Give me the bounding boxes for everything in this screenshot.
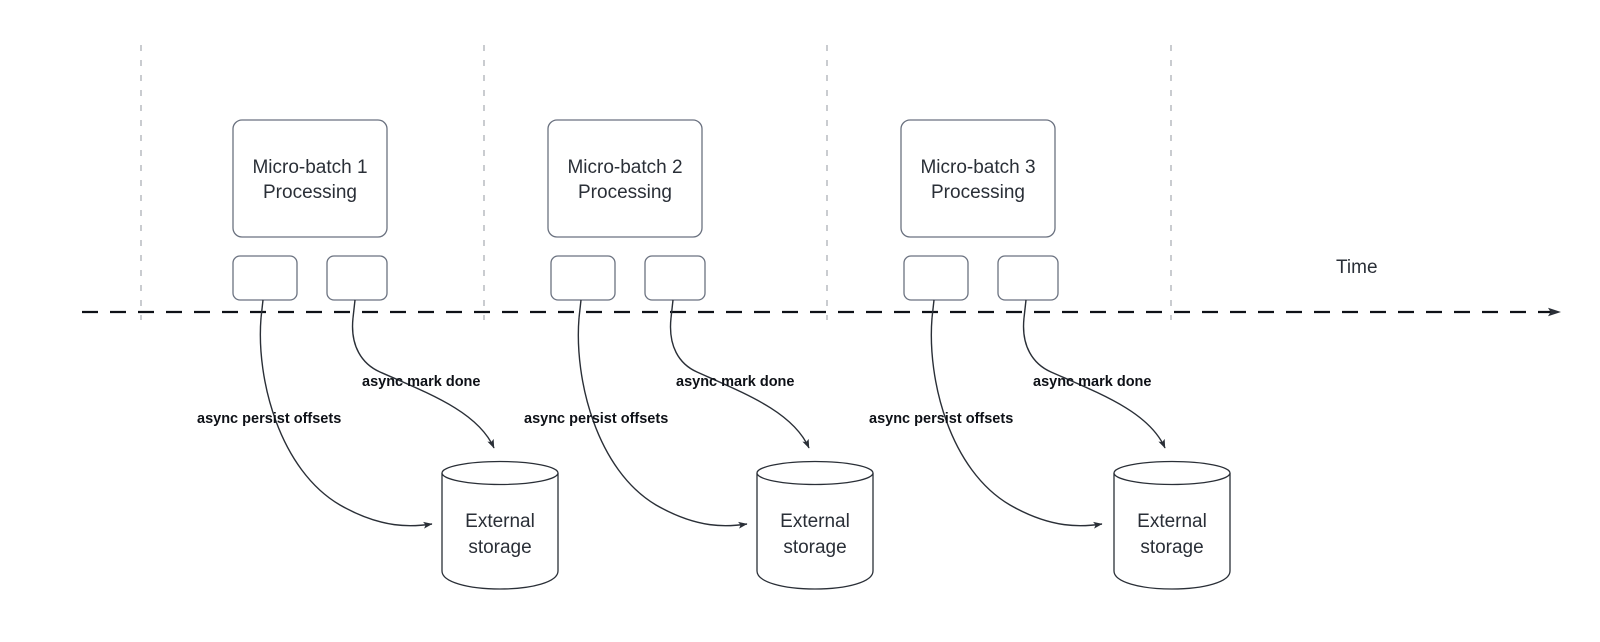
external-storage-2-body bbox=[756, 473, 874, 590]
external-storage-1-top bbox=[441, 460, 559, 486]
micro-batch-1-label-line1: Micro-batch 1 bbox=[252, 157, 367, 178]
async-mark-done-2-label: async mark done bbox=[676, 374, 794, 390]
micro-batch-3-label-line1: Micro-batch 3 bbox=[920, 157, 1035, 178]
async-mark-done-3-label: async mark done bbox=[1033, 374, 1151, 390]
micro-batch-2-label-line2: Processing bbox=[578, 182, 672, 203]
async-mark-done-1-label: async mark done bbox=[362, 374, 480, 390]
micro-batch-2-task-a[interactable] bbox=[550, 255, 616, 301]
external-storage-3-body bbox=[1113, 473, 1231, 590]
micro-batch-3-task-b[interactable] bbox=[997, 255, 1059, 301]
async-persist-offsets-3-label: async persist offsets bbox=[869, 411, 1013, 427]
external-storage-1-label-line2: storage bbox=[468, 537, 531, 558]
async-mark-done-3-arrow bbox=[1022, 317, 1166, 449]
micro-batch-group-1: Micro-batch 1 Processing async mark done… bbox=[197, 119, 559, 590]
micro-batch-2-task-a-stem bbox=[578, 299, 582, 319]
external-storage-2[interactable]: External storage bbox=[756, 460, 874, 590]
micro-batch-3-task-b-stem bbox=[1023, 299, 1027, 319]
external-storage-1-body bbox=[441, 473, 559, 590]
async-persist-offsets-3-arrow bbox=[930, 317, 1103, 529]
external-storage-1-label-line1: External bbox=[465, 511, 535, 532]
external-storage-1[interactable]: External storage bbox=[441, 460, 559, 590]
external-storage-3[interactable]: External storage bbox=[1113, 460, 1231, 590]
micro-batch-2-label-line1: Micro-batch 2 bbox=[567, 157, 682, 178]
external-storage-2-label-line1: External bbox=[780, 511, 850, 532]
micro-batch-2-box[interactable] bbox=[547, 119, 703, 238]
async-persist-offsets-2-label: async persist offsets bbox=[524, 411, 668, 427]
micro-batch-group-2: Micro-batch 2 Processing async mark done… bbox=[524, 119, 874, 590]
micro-batch-2-task-b[interactable] bbox=[644, 255, 706, 301]
micro-batch-1-task-a-stem bbox=[260, 299, 264, 319]
async-mark-done-2-arrow bbox=[669, 317, 810, 449]
external-storage-3-top bbox=[1113, 460, 1231, 486]
timeline-axis: Time bbox=[82, 257, 1561, 317]
external-storage-3-label-line1: External bbox=[1137, 511, 1207, 532]
external-storage-3-label-line2: storage bbox=[1140, 537, 1203, 558]
async-persist-offsets-2-arrow bbox=[577, 317, 748, 529]
external-storage-2-label-line2: storage bbox=[783, 537, 846, 558]
micro-batch-1-task-b[interactable] bbox=[326, 255, 388, 301]
time-axis-label: Time bbox=[1336, 257, 1378, 278]
async-mark-done-1-arrow bbox=[351, 317, 495, 449]
batch-boundary-dividers bbox=[140, 45, 1172, 320]
micro-batch-3-box[interactable] bbox=[900, 119, 1056, 238]
micro-batch-1-task-a[interactable] bbox=[232, 255, 298, 301]
async-persist-offsets-1-label: async persist offsets bbox=[197, 411, 341, 427]
micro-batch-2-task-b-stem bbox=[670, 299, 674, 319]
micro-batch-group-3: Micro-batch 3 Processing async mark done… bbox=[869, 119, 1231, 590]
micro-batch-1-label-line2: Processing bbox=[263, 182, 357, 203]
micro-batch-3-task-a-stem bbox=[931, 299, 935, 319]
async-persist-offsets-1-arrow bbox=[259, 317, 433, 529]
micro-batch-3-label-line2: Processing bbox=[931, 182, 1025, 203]
micro-batch-1-box[interactable] bbox=[232, 119, 388, 238]
external-storage-2-top bbox=[756, 460, 874, 486]
micro-batch-3-task-a[interactable] bbox=[903, 255, 969, 301]
micro-batch-1-task-b-stem bbox=[352, 299, 356, 319]
